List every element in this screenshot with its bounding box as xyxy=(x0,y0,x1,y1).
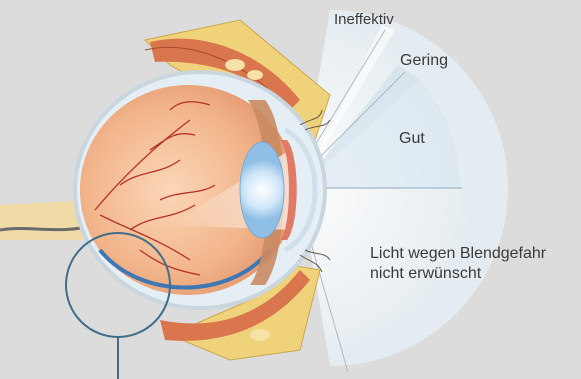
label-licht-line2: nicht erwünscht xyxy=(370,264,546,284)
label-licht-line1: Licht wegen Blendgefahr xyxy=(370,244,546,264)
eyeball xyxy=(75,72,325,308)
label-ineffektiv: Ineffektiv xyxy=(334,10,394,30)
label-licht-blendgefahr: Licht wegen Blendgefahr nicht erwünscht xyxy=(370,244,546,284)
lens xyxy=(240,142,284,238)
label-gut: Gut xyxy=(399,129,425,149)
label-gering: Gering xyxy=(400,51,448,71)
